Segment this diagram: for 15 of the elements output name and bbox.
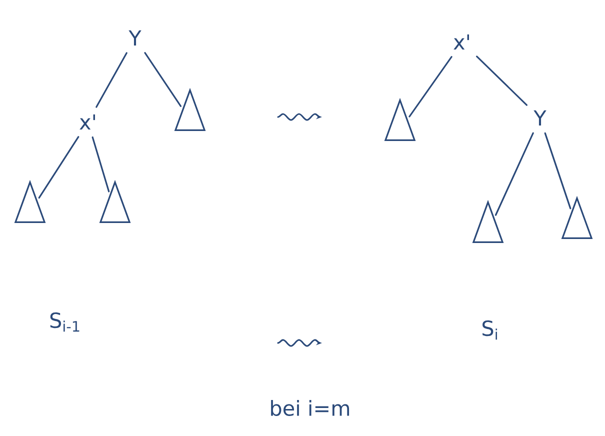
text-label: S$_{i-1}$ <box>50 312 80 332</box>
node-label: x' <box>454 34 469 50</box>
tree-edge <box>544 132 572 210</box>
tree-edge <box>408 56 452 118</box>
node-label: Y <box>534 110 546 126</box>
node-label: x' <box>80 114 96 130</box>
text-label: bei i=m <box>271 400 350 416</box>
tree-edge <box>476 56 528 106</box>
tree-edge <box>96 52 128 108</box>
tree-edge <box>92 136 110 192</box>
text-label: S$_{i}$ <box>482 320 497 340</box>
tree-edge <box>494 132 534 216</box>
tree-edge <box>144 52 182 107</box>
tree-edge <box>38 136 80 199</box>
node-label: Y <box>128 30 142 46</box>
